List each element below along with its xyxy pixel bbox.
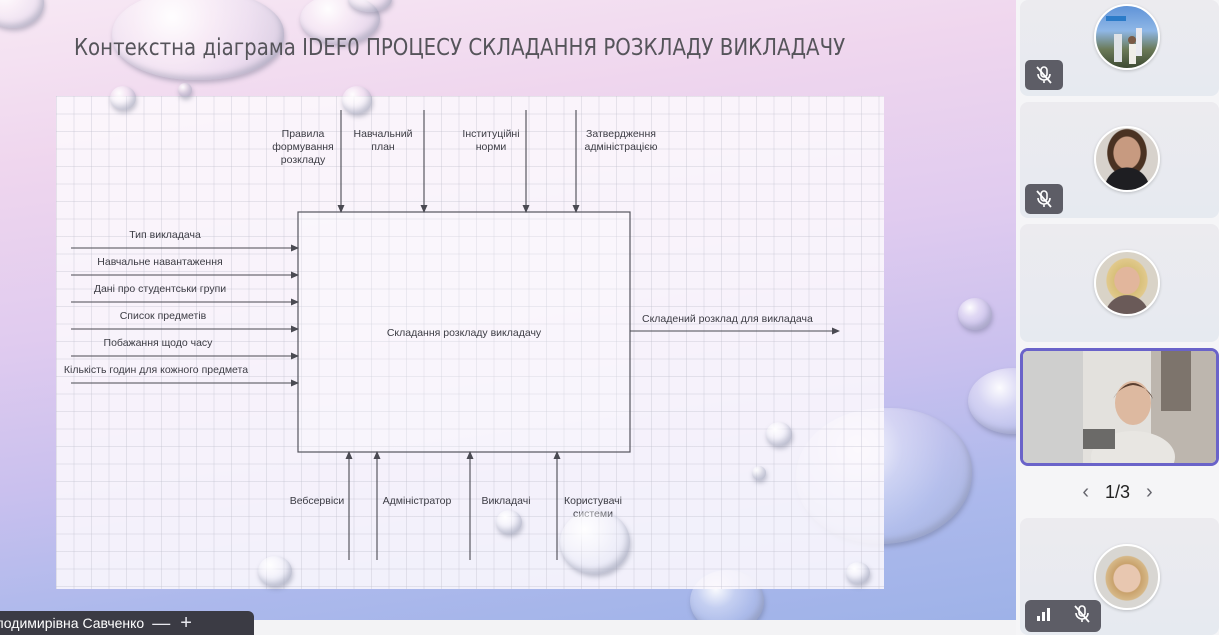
participant-tile[interactable] <box>1020 0 1219 96</box>
person-photo-avatar <box>1094 126 1160 192</box>
participant-tile[interactable] <box>1020 102 1219 218</box>
next-page-button[interactable]: › <box>1146 480 1153 503</box>
decorative-bubble <box>968 368 1016 434</box>
participants-sidebar: ‹ 1/3 › <box>1016 0 1219 635</box>
participant-video-tile[interactable] <box>1020 348 1219 466</box>
presenter-name: олодимирівна Савченко <box>0 615 145 631</box>
decorative-bubble <box>496 510 522 534</box>
process-label: Складання розкладу викладачу <box>387 327 542 339</box>
signal-strength-icon <box>1036 607 1052 626</box>
control-label: адміністрацією <box>585 141 658 153</box>
tile-controls <box>1025 600 1101 632</box>
participant-tile[interactable] <box>1020 224 1219 342</box>
presenter-name-chip[interactable]: олодимирівна Савченко — + <box>0 611 254 635</box>
mechanism-label: Адміністратор <box>383 495 452 507</box>
process-box <box>297 211 631 453</box>
person-photo-avatar <box>1094 250 1160 316</box>
mechanism-label: Користувачі <box>564 495 622 507</box>
mic-muted-icon[interactable] <box>1073 604 1091 629</box>
decorative-bubble <box>560 510 630 574</box>
input-label: Побажання щодо часу <box>104 337 214 349</box>
idef0-diagram-canvas: Складання розкладу викладачу Правилаформ… <box>64 110 840 560</box>
mic-muted-icon[interactable] <box>1025 60 1063 90</box>
control-label: норми <box>476 141 507 153</box>
decorative-bubble <box>958 298 992 330</box>
mechanism-label: Викладачі <box>481 495 530 507</box>
page-indicator: 1/3 <box>1104 481 1131 502</box>
control-label: розкладу <box>281 154 326 166</box>
control-label: Інституційні <box>462 128 519 140</box>
zoom-in-button[interactable]: + <box>180 611 192 634</box>
shared-slide: Контекстна діаграма IDEF0 ПРОЦЕСУ СКЛАДА… <box>0 0 1016 620</box>
input-label: Навчальне навантаження <box>97 256 222 268</box>
control-label: Навчальний <box>354 128 413 140</box>
input-label: Кількість годин для кожного предмета <box>64 364 248 376</box>
landscape-photo-avatar <box>1094 4 1160 70</box>
decorative-bubble <box>752 466 766 480</box>
slide-title: Контекстна діаграма IDEF0 ПРОЦЕСУ СКЛАДА… <box>74 35 846 61</box>
person-photo-avatar <box>1094 544 1160 610</box>
control-label: формування <box>272 141 334 153</box>
decorative-bubble <box>348 0 392 12</box>
decorative-bubble <box>846 562 870 584</box>
input-label: Тип викладача <box>129 229 201 241</box>
decorative-bubble <box>178 83 192 97</box>
zoom-out-button[interactable]: — <box>152 612 171 633</box>
decorative-bubble <box>258 556 292 586</box>
mic-muted-icon[interactable] <box>1025 184 1063 214</box>
control-label: Правила <box>282 128 325 140</box>
previous-page-button[interactable]: ‹ <box>1082 480 1089 503</box>
decorative-bubble <box>766 422 792 446</box>
camera-video-feed <box>1023 351 1216 463</box>
decorative-bubble <box>110 86 136 110</box>
input-label: Дані про студентськи групи <box>94 283 226 295</box>
output-label: Складений розклад для викладача <box>642 313 813 325</box>
input-label: Список предметів <box>120 310 207 322</box>
control-label: план <box>371 141 395 153</box>
participants-pager: ‹ 1/3 › <box>1016 478 1219 506</box>
decorative-bubble <box>112 0 284 80</box>
output-arrow: Складений розклад для викладача <box>630 313 840 335</box>
control-label: Затвердження <box>586 128 656 140</box>
mechanism-label: Вебсервіси <box>290 495 345 507</box>
decorative-bubble <box>342 86 372 114</box>
decorative-bubble <box>0 0 44 28</box>
